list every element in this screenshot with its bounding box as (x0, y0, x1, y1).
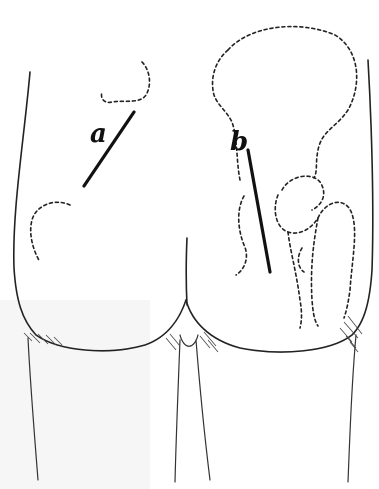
perineal-notch (180, 335, 198, 346)
acetabulum (275, 195, 318, 233)
lesser-trochanter (298, 248, 304, 272)
left-iliac-outline (101, 62, 149, 102)
femur-shaft-left (288, 232, 302, 328)
gluteal-cleft (186, 238, 187, 305)
pointer-line-b (248, 150, 270, 272)
right-thigh-outer (348, 335, 356, 482)
right-sacral-edge (236, 196, 246, 275)
label-b: b (230, 127, 248, 157)
right-ilium-inner (213, 50, 240, 180)
label-a: a (90, 119, 107, 149)
greater-trochanter (318, 202, 355, 318)
scan-shading (0, 300, 150, 489)
femoral-head (282, 176, 324, 210)
right-body-contour (186, 60, 373, 352)
femur-shaft-right (311, 218, 318, 326)
left-thigh-inner (175, 340, 180, 482)
right-fold-hatching (340, 316, 362, 352)
right-thigh-inner (196, 340, 210, 480)
left-trochanter-outline (31, 202, 70, 262)
